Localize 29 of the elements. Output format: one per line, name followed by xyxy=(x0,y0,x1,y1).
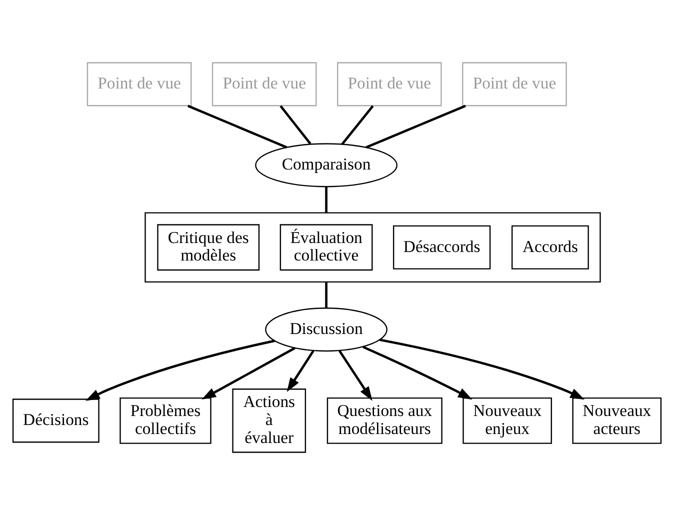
node-box: Questions aux modélisateurs xyxy=(326,397,442,444)
node-box: Point de vue xyxy=(212,62,317,106)
connector xyxy=(187,104,288,148)
node-box: Problèmes collectifs xyxy=(120,397,212,444)
node-box: Décisions xyxy=(12,398,100,443)
arrow xyxy=(286,350,314,392)
arrow xyxy=(338,350,372,401)
connector xyxy=(280,105,312,144)
arrow xyxy=(362,346,472,400)
cluster xyxy=(144,212,601,283)
connector xyxy=(366,104,466,148)
node-ellipse: Discussion xyxy=(265,308,388,352)
connector xyxy=(325,282,328,308)
node-box: Nouveaux enjeux xyxy=(462,397,552,444)
node-box: Évaluation collective xyxy=(280,224,373,271)
node-box: Point de vue xyxy=(86,62,192,106)
node-box: Critique des modèles xyxy=(157,224,260,271)
arrow xyxy=(202,347,296,400)
node-ellipse: Comparaison xyxy=(255,143,398,188)
node-box: Désaccords xyxy=(392,225,491,270)
arrow xyxy=(379,338,585,400)
node-box: Accords xyxy=(512,225,589,270)
node-box: Nouveaux acteurs xyxy=(572,397,662,444)
node-box: Point de vue xyxy=(337,62,442,106)
connector xyxy=(341,105,374,146)
node-box: Actions à évaluer xyxy=(232,388,306,453)
connector xyxy=(325,186,328,213)
arrow xyxy=(86,340,275,401)
node-box: Point de vue xyxy=(462,62,567,106)
